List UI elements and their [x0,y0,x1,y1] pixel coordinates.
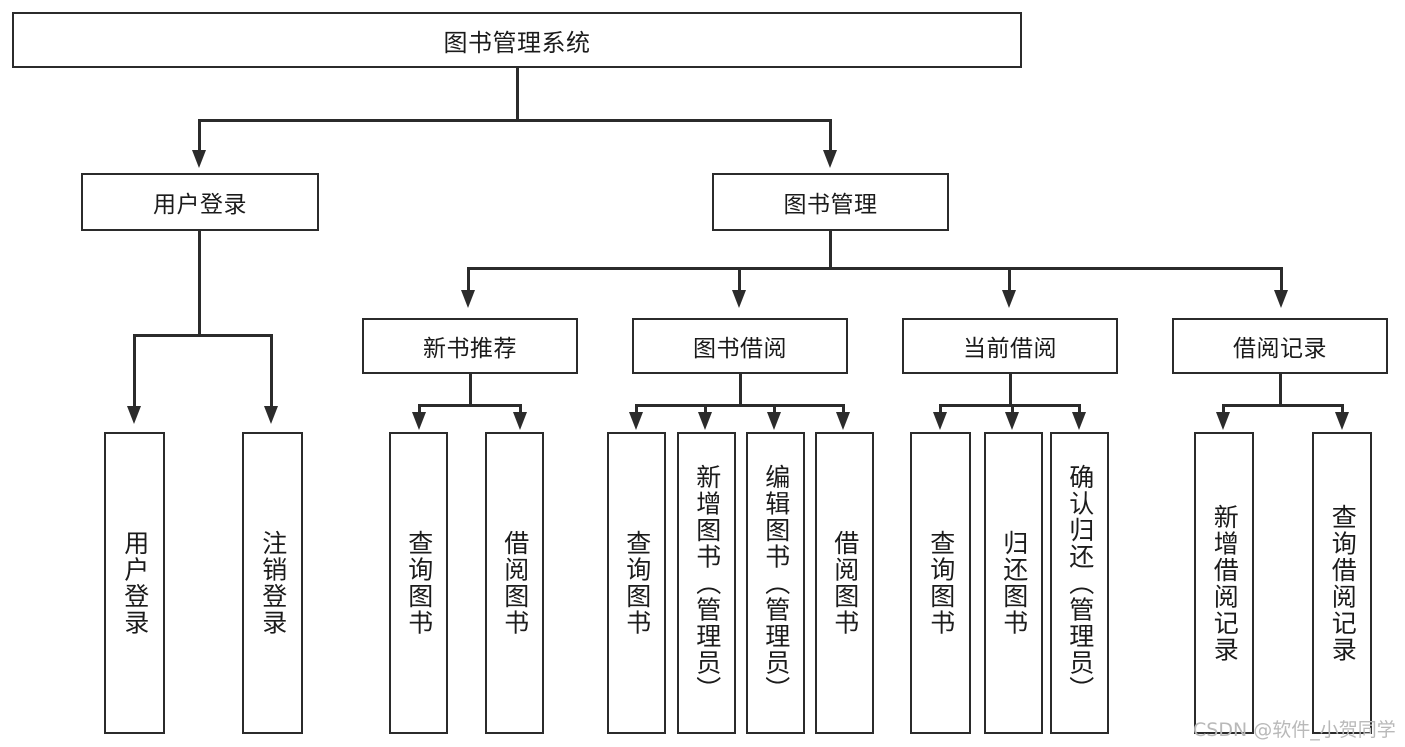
connector-currentborrow-leg-1 [939,404,942,414]
connector-bookborrow-bar [635,404,845,407]
arrow-to-currentborrow-leaf-1 [933,412,947,430]
connector-bookborrow-leg-3 [773,404,776,414]
node-book-borrow-label: 图书借阅 [693,336,787,362]
node-current-borrow-label: 当前借阅 [963,336,1057,362]
arrow-to-user-login [192,150,206,168]
arrow-to-borrowrecords-leaf-1 [1216,412,1230,430]
node-user-login[interactable]: 用户登录 [81,173,319,231]
connector-newbook-leg-1 [418,404,421,414]
connector-root-bar [198,119,832,122]
arrow-to-bookborrow-leaf-1 [629,412,643,430]
node-new-book-recommend-label: 新书推荐 [423,336,517,362]
leaf-currentborrow-return-book-label: 归还图书 [999,530,1029,636]
arrow-to-new-book-recommend [461,290,475,308]
leaf-add-borrow-record[interactable]: 新增借阅记录 [1194,432,1254,734]
connector-userlogin-leg-1 [133,334,136,408]
connector-userlogin-leg-2 [270,334,273,408]
node-new-book-recommend[interactable]: 新书推荐 [362,318,578,374]
connector-borrowrecords-bar [1222,404,1343,407]
leaf-newbook-query-book-label: 查询图书 [404,530,434,636]
connector-root-leg-right [829,119,832,152]
node-root-label: 图书管理系统 [443,28,591,57]
leaf-bookborrow-add-book[interactable]: 新增图书（管理员） [677,432,736,734]
connector-bookborrow-leg-2 [704,404,707,414]
arrow-to-borrowrecords-leaf-2 [1335,412,1349,430]
node-current-borrow[interactable]: 当前借阅 [902,318,1118,374]
connector-currentborrow-leg-2 [1011,404,1014,414]
arrow-to-leaf-logout [264,406,278,424]
leaf-newbook-borrow-book[interactable]: 借阅图书 [485,432,544,734]
arrow-to-newbook-leaf-2 [513,412,527,430]
arrow-to-book-manage [823,150,837,168]
leaf-user-login[interactable]: 用户登录 [104,432,165,734]
node-borrow-records-label: 借阅记录 [1233,336,1327,362]
leaf-user-login-label: 用户登录 [120,530,150,636]
leaf-currentborrow-query-book[interactable]: 查询图书 [910,432,971,734]
connector-borrowrecords-trunk [1279,374,1282,406]
leaf-bookborrow-add-book-label: 新增图书（管理员） [692,463,722,703]
connector-currentborrow-leg-3 [1078,404,1081,414]
leaf-logout-label: 注销登录 [258,530,288,636]
arrow-to-currentborrow-leaf-3 [1072,412,1086,430]
node-root-system[interactable]: 图书管理系统 [12,12,1022,68]
arrow-to-current-borrow [1002,290,1016,308]
connector-root-leg-left [198,119,201,152]
connector-borrowrecords-leg-2 [1341,404,1344,414]
leaf-bookborrow-edit-book[interactable]: 编辑图书（管理员） [746,432,805,734]
connector-borrowrecords-leg-1 [1222,404,1225,414]
leaf-bookborrow-borrow-book[interactable]: 借阅图书 [815,432,874,734]
connector-bookmanage-bar [467,267,1282,270]
connector-bookborrow-leg-4 [842,404,845,414]
arrow-to-bookborrow-leaf-4 [836,412,850,430]
connector-newbook-leg-2 [519,404,522,414]
arrow-to-bookborrow-leaf-3 [767,412,781,430]
arrow-to-borrow-records [1274,290,1288,308]
leaf-currentborrow-confirm-return[interactable]: 确认归还（管理员） [1050,432,1109,734]
leaf-bookborrow-query-book-label: 查询图书 [622,530,652,636]
csdn-watermark: CSDN @软件_小贺同学 [1193,719,1396,741]
leaf-bookborrow-query-book[interactable]: 查询图书 [607,432,666,734]
arrow-to-currentborrow-leaf-2 [1005,412,1019,430]
arrow-to-bookborrow-leaf-2 [698,412,712,430]
connector-currentborrow-trunk [1009,374,1012,406]
connector-bookmanage-leg-4 [1280,267,1283,292]
node-book-manage-label: 图书管理 [783,192,878,218]
node-borrow-records[interactable]: 借阅记录 [1172,318,1388,374]
connector-bookmanage-leg-3 [1008,267,1011,292]
connector-currentborrow-bar [939,404,1080,407]
arrow-to-book-borrow [732,290,746,308]
node-user-login-label: 用户登录 [153,192,247,218]
connector-bookmanage-leg-2 [738,267,741,292]
node-book-manage[interactable]: 图书管理 [712,173,949,231]
leaf-newbook-query-book[interactable]: 查询图书 [389,432,448,734]
leaf-currentborrow-confirm-return-label: 确认归还（管理员） [1065,463,1095,703]
leaf-query-borrow-record[interactable]: 查询借阅记录 [1312,432,1372,734]
connector-bookmanage-leg-1 [467,267,470,292]
connector-newbook-trunk [469,374,472,406]
leaf-logout[interactable]: 注销登录 [242,432,303,734]
connector-root-trunk [516,68,519,120]
connector-bookmanage-trunk [829,231,832,269]
leaf-currentborrow-return-book[interactable]: 归还图书 [984,432,1043,734]
connector-userlogin-bar [133,334,271,337]
connector-bookborrow-leg-1 [635,404,638,414]
connector-newbook-bar [418,404,521,407]
arrow-to-leaf-user-login [127,406,141,424]
connector-userlogin-trunk [198,231,201,336]
leaf-newbook-borrow-book-label: 借阅图书 [500,530,530,636]
arrow-to-newbook-leaf-1 [412,412,426,430]
leaf-bookborrow-borrow-book-label: 借阅图书 [830,530,860,636]
leaf-currentborrow-query-book-label: 查询图书 [926,530,956,636]
node-book-borrow[interactable]: 图书借阅 [632,318,848,374]
connector-bookborrow-trunk [739,374,742,406]
leaf-add-borrow-record-label: 新增借阅记录 [1210,503,1240,663]
leaf-bookborrow-edit-book-label: 编辑图书（管理员） [761,463,791,703]
leaf-query-borrow-record-label: 查询借阅记录 [1328,503,1358,663]
